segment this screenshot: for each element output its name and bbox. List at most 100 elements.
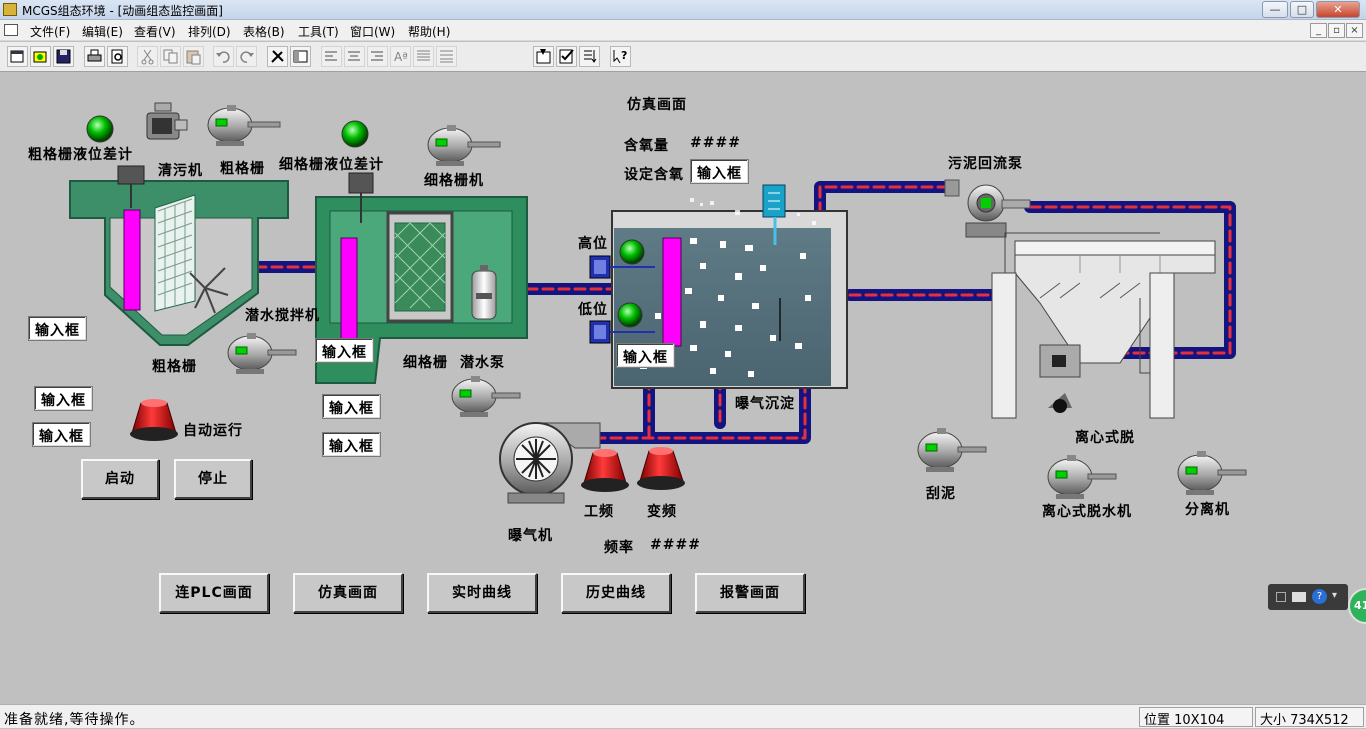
mdi-close-button[interactable]: × <box>1346 23 1363 38</box>
menu-view[interactable]: 查看(V) <box>134 25 176 39</box>
align-right-icon[interactable] <box>367 46 388 67</box>
nav-realtime-curve-button[interactable]: 实时曲线 <box>427 573 537 613</box>
cut-icon[interactable] <box>137 46 158 67</box>
help-icon[interactable]: ? <box>1312 589 1327 604</box>
submersible-pump-icon <box>471 265 497 320</box>
window-title: MCGS组态环境 - [动画组态监控画面] <box>22 4 223 18</box>
open-window-icon[interactable] <box>30 46 51 67</box>
status-bar: 准备就绪,等待操作。 位置 10X104 大小 734X512 <box>0 704 1366 728</box>
copy-icon[interactable] <box>160 46 181 67</box>
aeration-level-bar <box>662 237 682 347</box>
aeration-bubbles <box>640 238 811 377</box>
centrifugal-dehydrator <box>991 232 1216 419</box>
print-icon[interactable] <box>84 46 105 67</box>
menu-table[interactable]: 表格(B) <box>243 25 285 39</box>
oxygen-label: 含氧量 <box>624 138 669 154</box>
title-bar: MCGS组态环境 - [动画组态监控画面] — □ ✕ <box>0 0 1366 20</box>
sludge-return-pump-icon <box>944 179 1031 238</box>
submersible-pump-label: 潜水泵 <box>460 355 505 371</box>
mdi-restore-button[interactable]: ▫ <box>1328 23 1345 38</box>
low-level-label: 低位 <box>578 302 608 318</box>
submersible-pump-motor-icon <box>451 376 521 417</box>
coarse-grille-input[interactable]: 输入框 <box>28 316 87 341</box>
font-size-icon[interactable]: Aª <box>390 46 411 67</box>
document-icon[interactable] <box>4 24 18 36</box>
maximize-button[interactable]: □ <box>1290 1 1314 18</box>
menu-edit[interactable]: 编辑(E) <box>82 25 123 39</box>
fine-level-indicator <box>341 120 369 148</box>
object-properties-icon[interactable] <box>533 46 554 67</box>
chevron-down-icon[interactable]: ▾ <box>1332 590 1338 601</box>
minimize-button[interactable]: — <box>1262 1 1288 18</box>
menu-window[interactable]: 窗口(W) <box>350 25 396 39</box>
input-box-4[interactable]: 输入框 <box>322 432 381 457</box>
input-box-2[interactable]: 输入框 <box>32 422 91 447</box>
cleaner-machine-icon <box>146 102 188 140</box>
separator-motor-icon <box>1177 451 1247 495</box>
submersible-mixer-motor-icon <box>227 333 297 374</box>
fine-level-meter-label: 细格栅液位差计 <box>279 157 384 173</box>
input-box-3[interactable]: 输入框 <box>322 394 381 419</box>
nav-simulation-button[interactable]: 仿真画面 <box>293 573 403 613</box>
nav-alarm-button[interactable]: 报警画面 <box>695 573 805 613</box>
check-icon[interactable] <box>556 46 577 67</box>
coarse-grille-tank <box>69 165 289 346</box>
fine-grille-machine-label: 细格栅机 <box>424 173 484 189</box>
process-canvas: 仿真画面 含氧量 #### 设定含氧 输入框 粗格栅液位差计 清污机 粗格栅 细… <box>0 73 1366 703</box>
simulation-title: 仿真画面 <box>627 97 687 113</box>
keyboard-icon[interactable] <box>1292 592 1306 602</box>
print-preview-icon[interactable] <box>107 46 128 67</box>
var-freq-label: 变频 <box>647 504 677 520</box>
centrifuge-machine-label: 离心式脱水机 <box>1042 504 1132 520</box>
centrifuge-motor-icon <box>1047 455 1117 499</box>
set-oxygen-input[interactable]: 输入框 <box>690 159 749 184</box>
fine-grille-input[interactable]: 输入框 <box>315 338 374 363</box>
high-level-label: 高位 <box>578 236 608 252</box>
text-lines-icon[interactable] <box>413 46 434 67</box>
nav-plc-button[interactable]: 连PLC画面 <box>159 573 269 613</box>
scraper-label: 刮泥 <box>926 486 956 502</box>
input-box-1[interactable]: 输入框 <box>34 386 93 411</box>
paste-icon[interactable] <box>183 46 204 67</box>
redo-icon[interactable] <box>236 46 257 67</box>
network-badge[interactable]: 41 <box>1348 588 1366 624</box>
new-window-icon[interactable] <box>7 46 28 67</box>
close-button[interactable]: ✕ <box>1316 1 1360 18</box>
window-properties-icon[interactable] <box>290 46 311 67</box>
toolbox-icon[interactable] <box>267 46 288 67</box>
coarse-grille-motor-label: 粗格栅 <box>220 161 265 177</box>
low-level-sensor <box>589 302 655 344</box>
aeration-tank-input[interactable]: 输入框 <box>616 343 675 368</box>
mdi-minimize-button[interactable]: _ <box>1310 23 1327 38</box>
app-icon <box>3 3 17 16</box>
aerator-label: 曝气机 <box>508 528 553 544</box>
cleaner-label: 清污机 <box>158 163 203 179</box>
justify-icon[interactable] <box>436 46 457 67</box>
coarse-level-indicator <box>86 115 114 143</box>
coarse-grille-label: 粗格栅 <box>152 359 197 375</box>
ime-toolbar[interactable]: ? ▾ <box>1268 584 1348 610</box>
align-center-icon[interactable] <box>344 46 365 67</box>
auto-run-lamp <box>130 399 178 441</box>
sort-icon[interactable] <box>579 46 600 67</box>
menu-arrange[interactable]: 排列(D) <box>188 25 231 39</box>
centrifugal-dehydrator-label: 离心式脱 <box>1075 430 1135 446</box>
menu-file[interactable]: 文件(F) <box>30 25 71 39</box>
help-pointer-icon[interactable]: ? <box>610 46 631 67</box>
undo-icon[interactable] <box>213 46 234 67</box>
frequency-value: #### <box>650 537 701 553</box>
fine-grille-machine-icon <box>427 125 501 166</box>
frequency-label: 频率 <box>604 540 634 556</box>
fine-grille-tank <box>315 172 528 384</box>
save-icon[interactable] <box>53 46 74 67</box>
menu-tools[interactable]: 工具(T) <box>298 25 339 39</box>
menu-help[interactable]: 帮助(H) <box>408 25 451 39</box>
stop-button[interactable]: 停止 <box>174 459 252 499</box>
coarse-level-bar <box>123 209 141 311</box>
coarse-level-meter-label: 粗格栅液位差计 <box>28 147 133 163</box>
start-button[interactable]: 启动 <box>81 459 159 499</box>
nav-history-curve-button[interactable]: 历史曲线 <box>561 573 671 613</box>
align-left-icon[interactable] <box>321 46 342 67</box>
fine-level-bar <box>340 237 358 344</box>
set-oxygen-label: 设定含氧 <box>624 167 684 183</box>
